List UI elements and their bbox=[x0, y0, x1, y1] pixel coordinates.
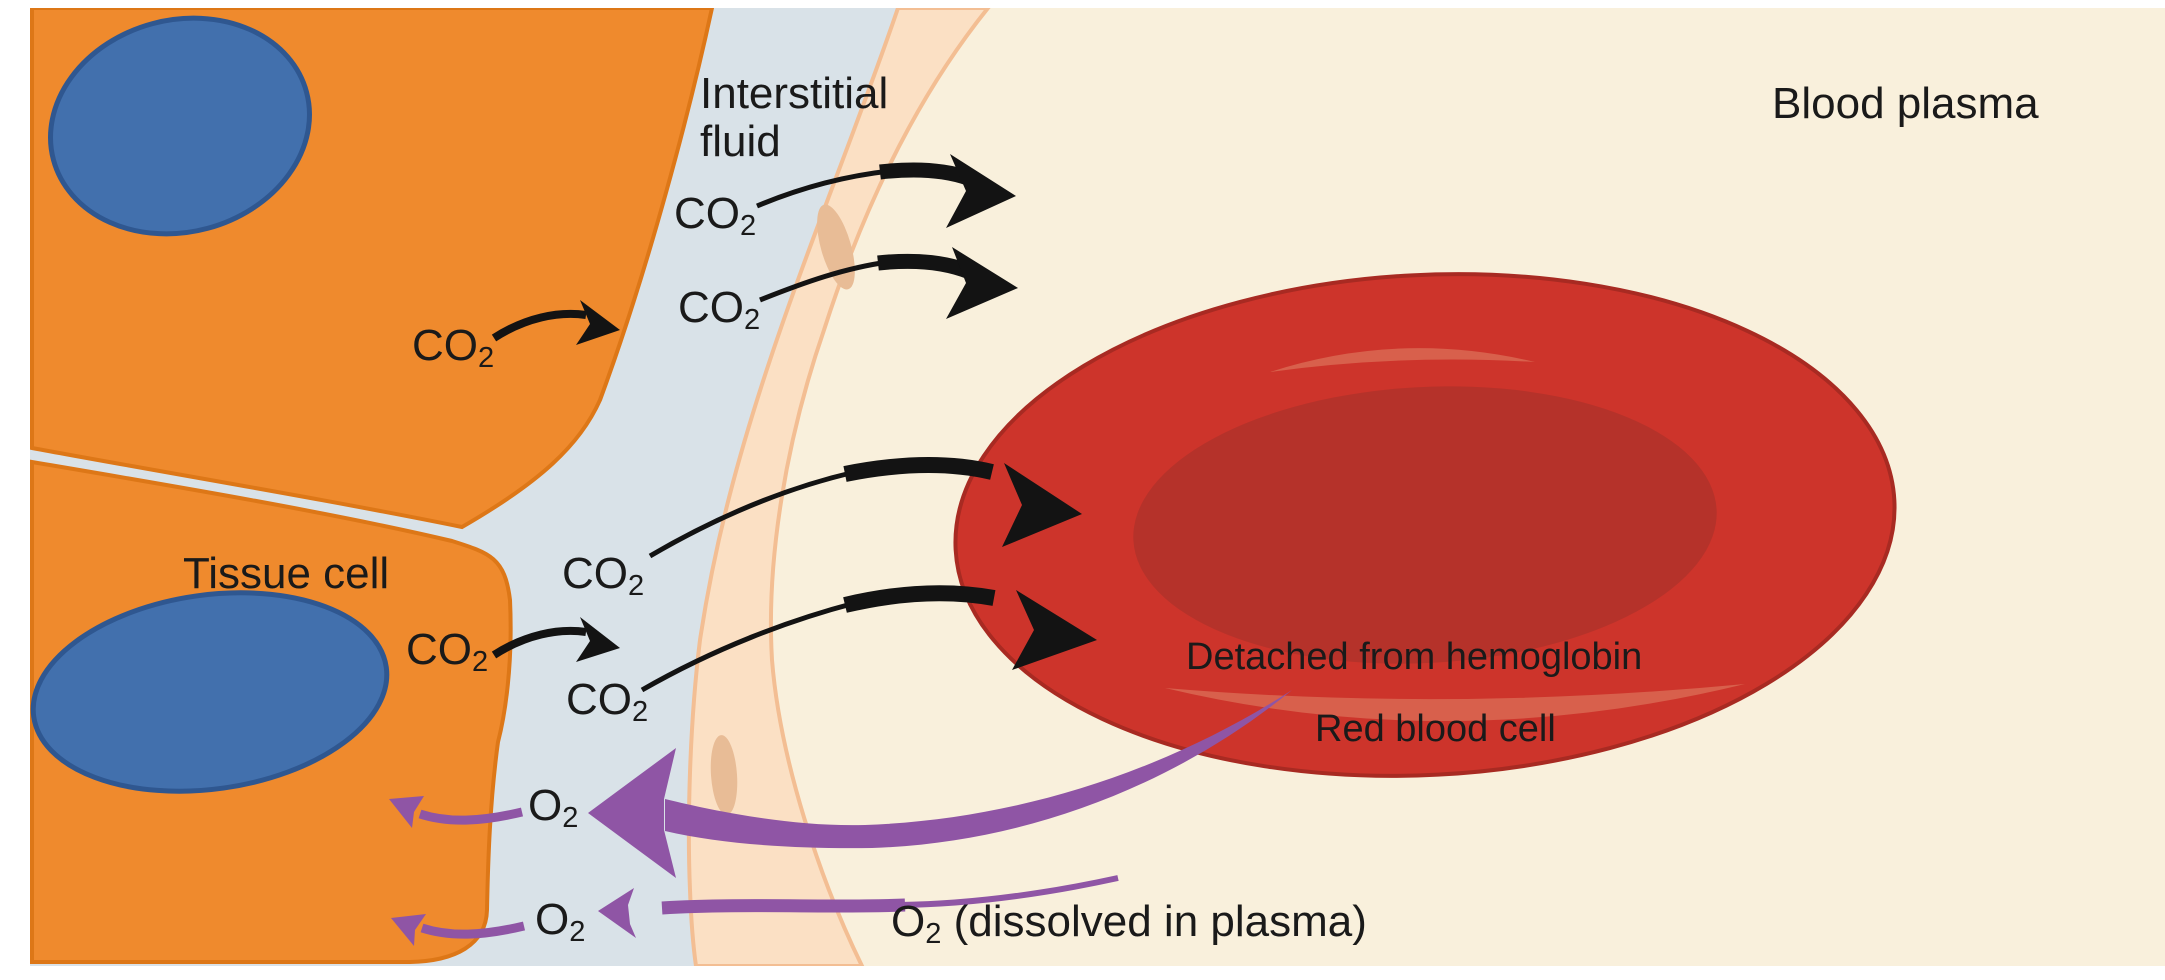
co2-arrow-small-upper bbox=[491, 300, 620, 345]
label-tissue-cell: Tissue cell bbox=[183, 549, 390, 598]
endothelial-nucleus bbox=[710, 735, 738, 815]
tissue-cell-nucleus-bottom bbox=[30, 590, 390, 794]
label-interstitial-fluid: Interstitial fluid bbox=[700, 69, 889, 166]
label-o2-upper: O2 bbox=[528, 781, 579, 834]
red-blood-cell-concavity bbox=[1133, 386, 1717, 664]
label-blood-plasma: Blood plasma bbox=[1772, 79, 2039, 128]
label-o2-dissolved: O2 (dissolved in plasma) bbox=[891, 897, 1367, 950]
co2-arrow-plasma-1 bbox=[756, 154, 1016, 228]
co2-arrow-rbc-1 bbox=[648, 457, 1082, 559]
co2-arrow-small-lower bbox=[491, 617, 620, 662]
label-detached-from-hemoglobin: Detached from hemoglobin bbox=[1186, 636, 1643, 678]
label-co2-tissue-lower: CO2 bbox=[406, 625, 489, 678]
capillary-wall bbox=[686, 8, 991, 966]
label-red-blood-cell: Red blood cell bbox=[1315, 708, 1556, 750]
tissue-cell-nucleus-top bbox=[48, 15, 312, 237]
label-co2-interstitial-top2: CO2 bbox=[678, 283, 761, 336]
label-co2-interstitial-mid: CO2 bbox=[562, 549, 645, 602]
o2-arrow-big bbox=[588, 690, 1292, 878]
label-co2-tissue-upper: CO2 bbox=[412, 321, 495, 374]
red-blood-cell bbox=[953, 272, 1897, 778]
rbc-highlight-top bbox=[1270, 348, 1535, 372]
o2-arrow-tissue-lower bbox=[391, 914, 526, 946]
o2-arrow-tissue-upper bbox=[389, 796, 524, 828]
o2-arrow-dissolved bbox=[598, 875, 1119, 938]
label-o2-lower: O2 bbox=[535, 895, 586, 948]
co2-arrow-plasma-2 bbox=[759, 247, 1018, 319]
co2-arrow-rbc-2 bbox=[640, 585, 1097, 693]
label-co2-interstitial-top1: CO2 bbox=[674, 189, 757, 242]
label-co2-interstitial-low: CO2 bbox=[566, 675, 649, 728]
rbc-highlight-bottom bbox=[1165, 684, 1745, 722]
